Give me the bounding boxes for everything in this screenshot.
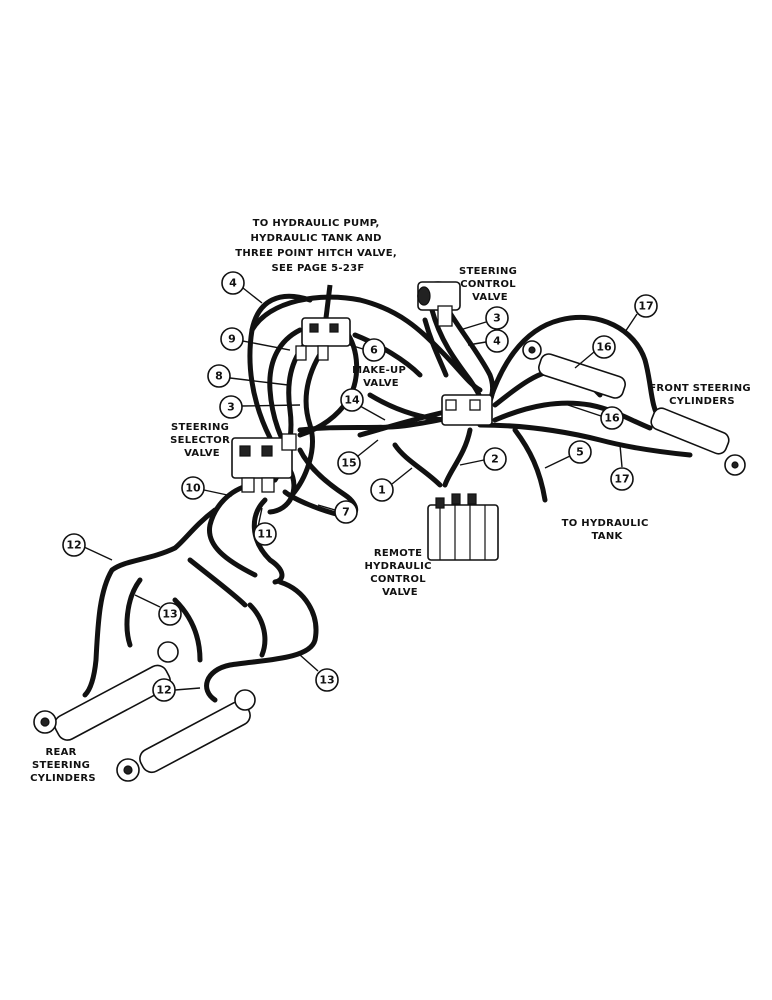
text-labels: TO HYDRAULIC PUMP, HYDRAULIC TANK AND TH… xyxy=(30,218,754,784)
hose-3-left xyxy=(289,337,333,498)
hose-2 xyxy=(442,427,473,488)
svg-text:5: 5 xyxy=(576,446,584,459)
callout-2: 2 xyxy=(459,447,507,471)
callout-1: 1 xyxy=(370,467,413,502)
label-make-up-valve: MAKE-UP VALVE xyxy=(352,365,410,389)
rear-cylinder-left xyxy=(33,641,179,741)
callout-11: 11 xyxy=(253,507,277,546)
label-hydraulic-pump-note: TO HYDRAULIC PUMP, HYDRAULIC TANK AND TH… xyxy=(235,218,401,274)
callout-3-left: 3 xyxy=(219,395,301,419)
hose-4-top xyxy=(249,294,483,393)
callout-8: 8 xyxy=(207,364,289,388)
callout-13-left: 13 xyxy=(134,594,182,626)
steering-selector-valve-part xyxy=(231,433,297,493)
parts xyxy=(33,281,746,782)
callout-5: 5 xyxy=(544,440,592,469)
manifold-part xyxy=(441,394,493,426)
label-rear-steering-cylinders: REAR STEERING CYLINDERS xyxy=(30,747,96,784)
svg-text:11: 11 xyxy=(257,528,272,541)
steering-control-valve-part xyxy=(417,281,461,327)
svg-text:4: 4 xyxy=(493,335,501,348)
callout-17-top: 17 xyxy=(624,294,658,333)
front-cylinder-upper xyxy=(522,340,626,399)
hose-12-inner xyxy=(172,597,203,663)
svg-text:9: 9 xyxy=(228,333,236,346)
hose-16-lower xyxy=(492,400,653,431)
svg-text:12: 12 xyxy=(66,539,81,552)
svg-text:8: 8 xyxy=(215,370,223,383)
hose-13-long xyxy=(204,579,319,703)
callout-14: 14 xyxy=(340,388,386,421)
svg-text:13: 13 xyxy=(319,674,334,687)
hose-13-short xyxy=(124,577,143,648)
callout-12-left: 12 xyxy=(62,533,113,561)
hose-14 xyxy=(357,409,448,438)
svg-text:1: 1 xyxy=(378,484,386,497)
hose-makeup-right xyxy=(352,332,423,378)
hose-17-lower xyxy=(477,422,693,458)
callout-15: 15 xyxy=(337,439,379,475)
callout-17-bottom: 17 xyxy=(610,444,634,491)
rear-cylinder-right xyxy=(116,689,256,782)
callout-7: 7 xyxy=(317,500,358,524)
label-steering-selector-valve: STEERING SELECTOR VALVE xyxy=(170,422,234,459)
svg-text:15: 15 xyxy=(341,457,356,470)
callout-16-top: 16 xyxy=(574,335,616,369)
label-to-hydraulic-tank: TO HYDRAULIC TANK xyxy=(562,518,653,542)
hose-13-inner xyxy=(187,557,248,608)
svg-text:12: 12 xyxy=(156,684,171,697)
svg-text:13: 13 xyxy=(162,608,177,621)
hose-12-left xyxy=(82,507,218,698)
svg-text:17: 17 xyxy=(614,473,629,486)
callout-12-right: 12 xyxy=(152,678,201,702)
make-up-valve-part xyxy=(295,317,351,361)
svg-text:16: 16 xyxy=(596,341,612,354)
hose-17-upper xyxy=(487,314,663,423)
callout-16-bottom: 16 xyxy=(564,403,624,430)
callout-4-top-left: 4 xyxy=(221,271,263,304)
svg-text:3: 3 xyxy=(227,401,235,414)
remote-hydraulic-control-valve-part xyxy=(427,493,499,561)
label-steering-control-valve: STEERING CONTROL VALVE xyxy=(459,266,521,303)
svg-text:14: 14 xyxy=(344,394,360,407)
svg-text:16: 16 xyxy=(604,412,620,425)
hose-11 xyxy=(251,497,285,585)
svg-text:6: 6 xyxy=(370,344,378,357)
hose-5 xyxy=(512,427,548,503)
front-cylinder-lower xyxy=(650,407,746,476)
svg-text:10: 10 xyxy=(185,482,201,495)
hose-14b xyxy=(367,392,448,423)
label-remote-hydraulic-control-valve: REMOTE HYDRAULIC CONTROL VALVE xyxy=(364,548,435,598)
svg-text:3: 3 xyxy=(493,312,501,325)
svg-text:4: 4 xyxy=(229,277,237,290)
callout-9: 9 xyxy=(220,327,291,351)
svg-text:7: 7 xyxy=(342,506,350,519)
hose-1 xyxy=(392,442,443,488)
callout-10: 10 xyxy=(181,476,233,500)
hose-scv-left xyxy=(422,317,449,378)
callout-4-right: 4 xyxy=(467,329,509,353)
svg-text:2: 2 xyxy=(491,453,499,466)
callouts: 4 9 8 3 6 3 4 17 xyxy=(62,271,658,702)
hose-12-mid xyxy=(247,602,268,658)
callout-6: 6 xyxy=(349,338,386,362)
callout-3-right: 3 xyxy=(459,306,509,331)
hose-10 xyxy=(207,482,258,578)
svg-text:17: 17 xyxy=(638,300,653,313)
label-front-steering-cylinders: FRONT STEERING CYLINDERS xyxy=(649,383,754,407)
callout-13-right: 13 xyxy=(299,654,339,692)
